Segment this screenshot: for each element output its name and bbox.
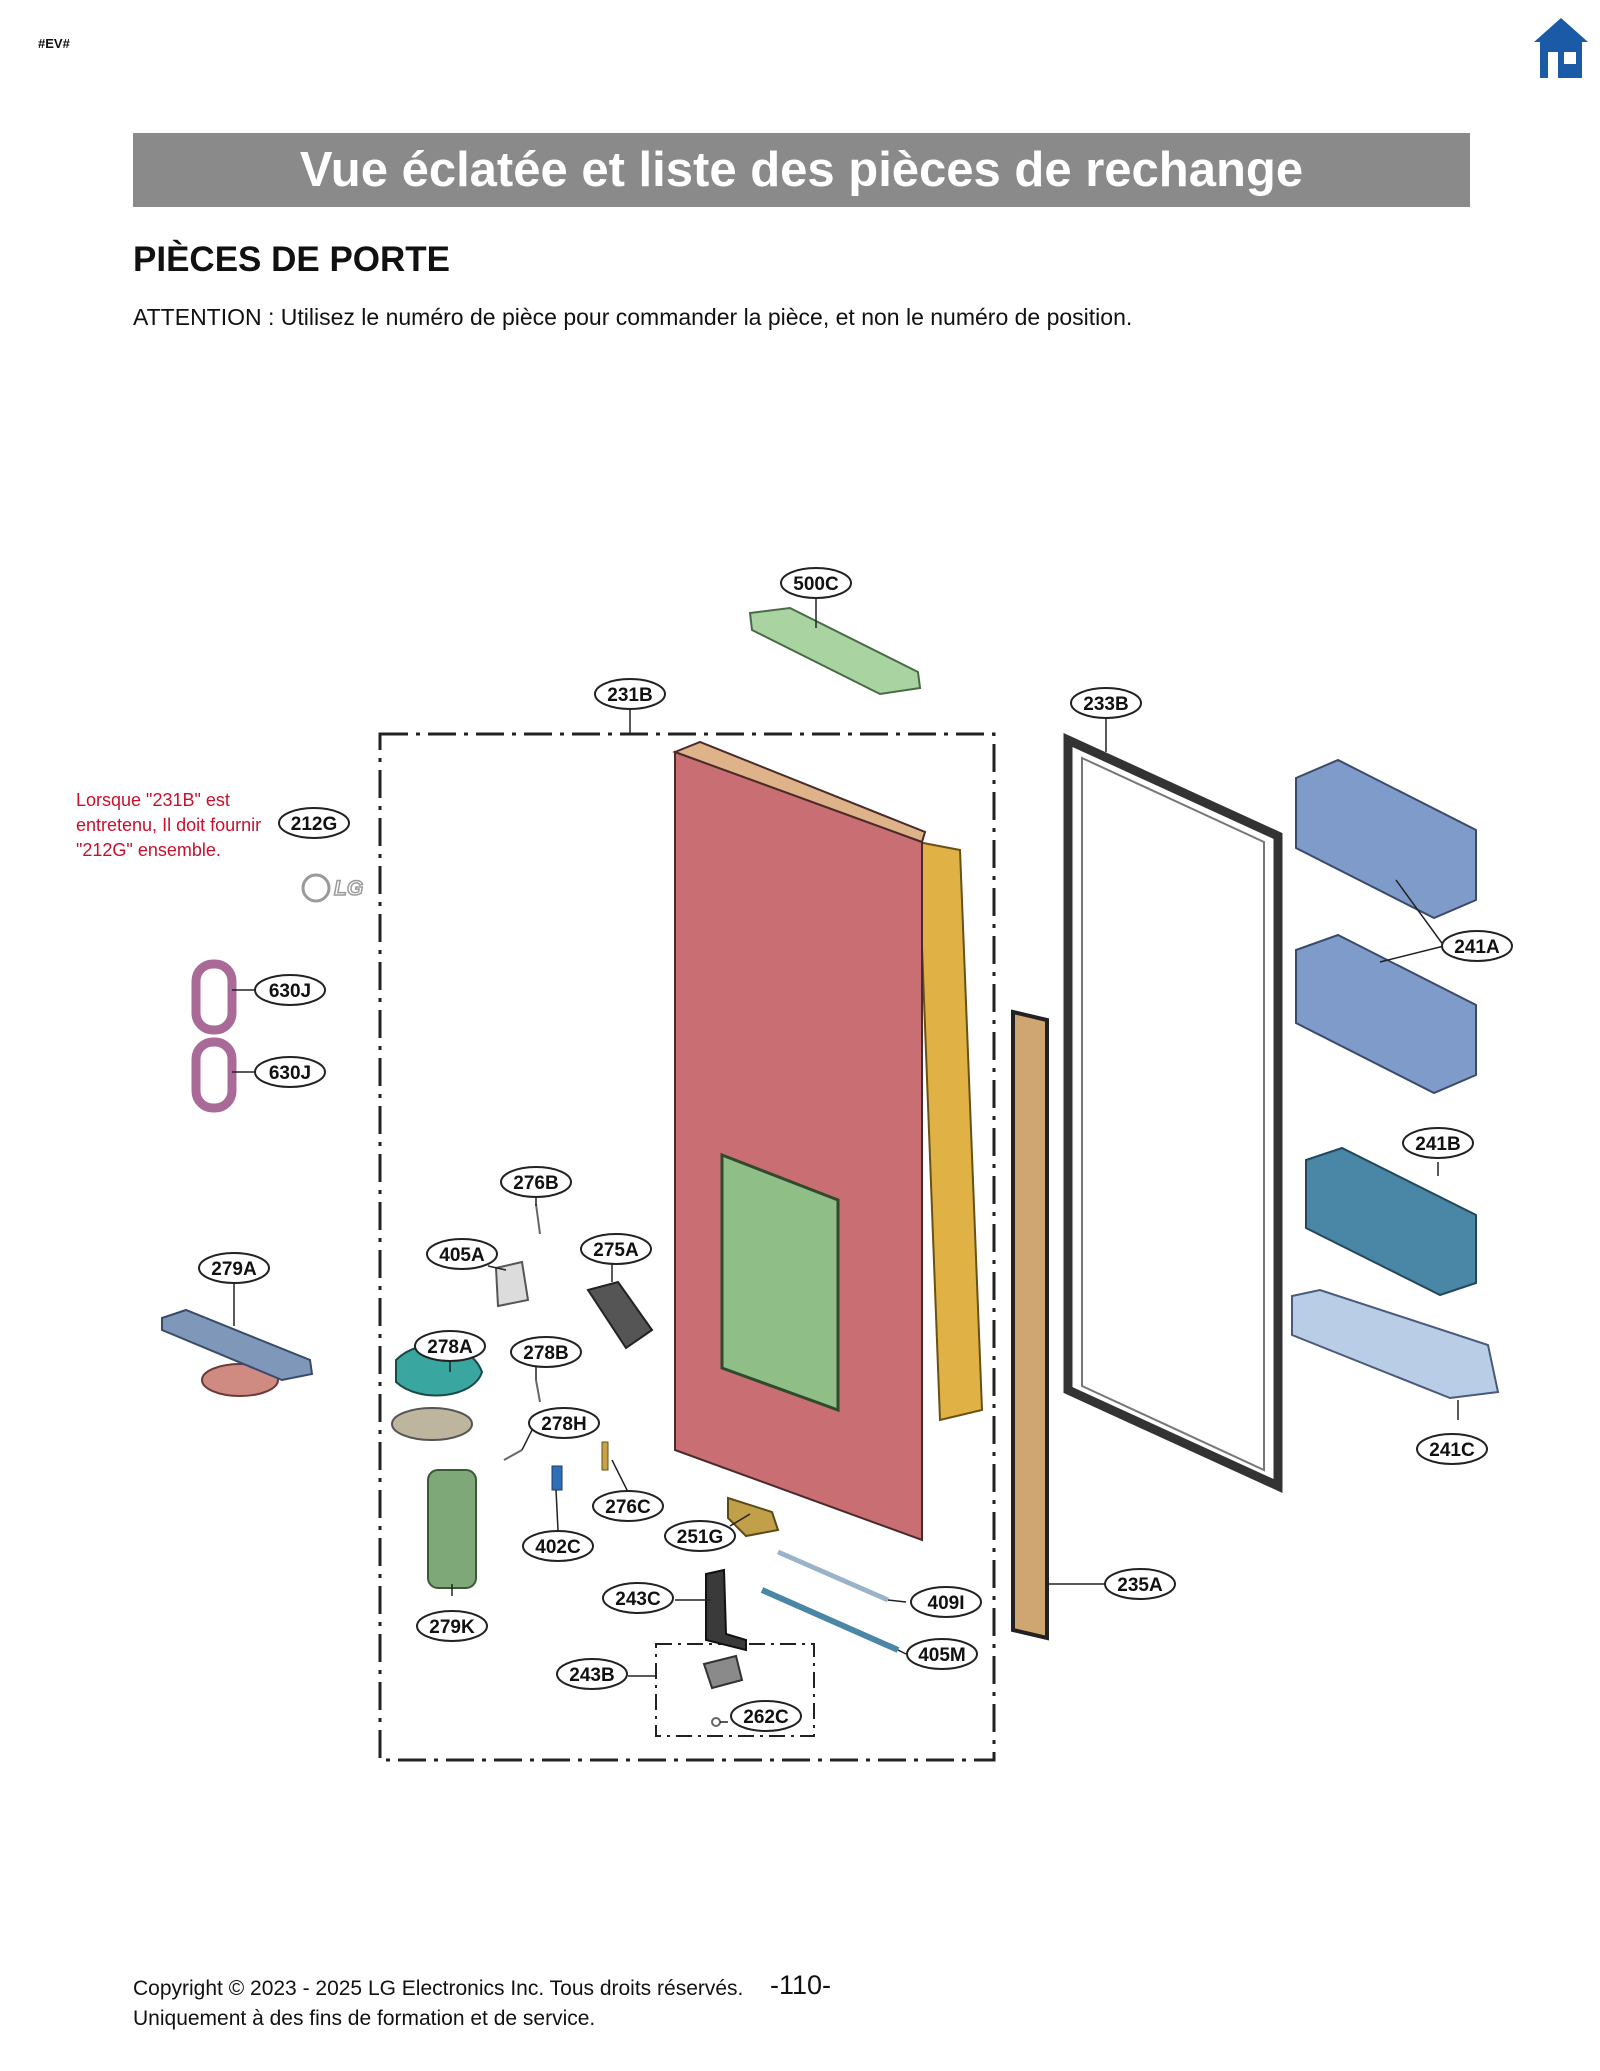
callout-402c: 402C [535, 1537, 581, 1558]
svg-text:entretenu, Il doit fournir: entretenu, Il doit fournir [76, 815, 261, 835]
callout-630j-2: 630J [269, 1063, 311, 1084]
heater-plate-part [161, 1308, 314, 1382]
callout-241b: 241B [1415, 1134, 1460, 1155]
top-cover-part [748, 606, 922, 696]
svg-text:Lorsque "231B" est: Lorsque "231B" est [76, 790, 230, 810]
door-liner-part [916, 840, 984, 1422]
callout-278a: 278A [427, 1337, 473, 1358]
board-part-251g [727, 1496, 780, 1538]
callout-243b: 243B [569, 1665, 614, 1686]
door-assembly-group-box [378, 732, 996, 1762]
document-tag: #EV# [38, 36, 70, 51]
home-icon[interactable] [1532, 16, 1590, 80]
callout-241a: 241A [1454, 937, 1500, 958]
callout-276c: 276C [605, 1497, 651, 1518]
attention-note: ATTENTION : Utilisez le numéro de pièce … [133, 304, 1133, 330]
usage-note: Uniquement à des fins de formation et de… [133, 2007, 596, 2030]
callout-231b: 231B [607, 685, 652, 706]
cover-part-279k [427, 1469, 477, 1589]
callout-276b: 276B [513, 1173, 558, 1194]
callout-235a: 235A [1117, 1575, 1163, 1596]
callout-278h: 278H [541, 1414, 586, 1435]
funnel-part-275a [586, 1280, 654, 1350]
callout-279k: 279K [429, 1617, 475, 1638]
callout-262c: 262C [743, 1707, 789, 1728]
section-title: PIÈCES DE PORTE [133, 240, 451, 279]
door-gasket-part [1063, 732, 1283, 1494]
door-bin-middle-part [1295, 933, 1477, 1095]
callout-630j-1: 630J [269, 981, 311, 1002]
callout-278b: 278B [523, 1343, 568, 1364]
spring-part-276b [535, 1203, 541, 1235]
callout-405m: 405M [918, 1645, 966, 1666]
callout-405a: 405A [439, 1245, 485, 1266]
ring-part-2 [191, 1037, 237, 1113]
door-bin-blue-part [1305, 1146, 1477, 1297]
sensor-part-276c [601, 1441, 609, 1471]
heater-base-part [201, 1363, 279, 1397]
dispenser-recess-part [720, 1152, 840, 1413]
pin-part-278h [503, 1449, 523, 1461]
callout-279a: 279A [211, 1259, 257, 1280]
svg-text:LG: LG [334, 877, 363, 900]
door-side-strip-part [1011, 1009, 1049, 1641]
callout-251g: 251G [677, 1527, 723, 1548]
valve-part-405a [494, 1260, 530, 1308]
door-shelf-part [1291, 1288, 1500, 1400]
callout-275a: 275A [593, 1240, 639, 1261]
pin-part-278b [535, 1379, 541, 1403]
service-note: Lorsque "231B" est entretenu, Il doit fo… [76, 790, 261, 860]
callout-241c: 241C [1429, 1440, 1475, 1461]
strip-part-409i [777, 1549, 889, 1603]
callout-409i: 409I [928, 1593, 965, 1614]
ring-part-1 [191, 959, 237, 1035]
hinge-part-243c [705, 1568, 747, 1652]
door-body-part [674, 750, 923, 1542]
switch-part-402c [551, 1465, 563, 1491]
page-number: -110- [770, 1970, 832, 2000]
copyright-text: Copyright © 2023 - 2025 LG Electronics I… [133, 1977, 744, 2000]
pin-part-262c [711, 1717, 721, 1727]
strip-part-405m [760, 1587, 900, 1653]
hinge-cap-part [702, 1654, 744, 1690]
svg-text:"212G" ensemble.: "212G" ensemble. [76, 840, 221, 860]
page-banner-title: Vue éclatée et liste des pièces de recha… [133, 133, 1470, 207]
door-bin-upper-part [1295, 758, 1477, 920]
callout-212g: 212G [291, 814, 337, 835]
callout-233b: 233B [1083, 694, 1128, 715]
callout-500c: 500C [793, 574, 839, 595]
callout-243c: 243C [615, 1589, 661, 1610]
lg-logo-part: LG [301, 873, 364, 903]
